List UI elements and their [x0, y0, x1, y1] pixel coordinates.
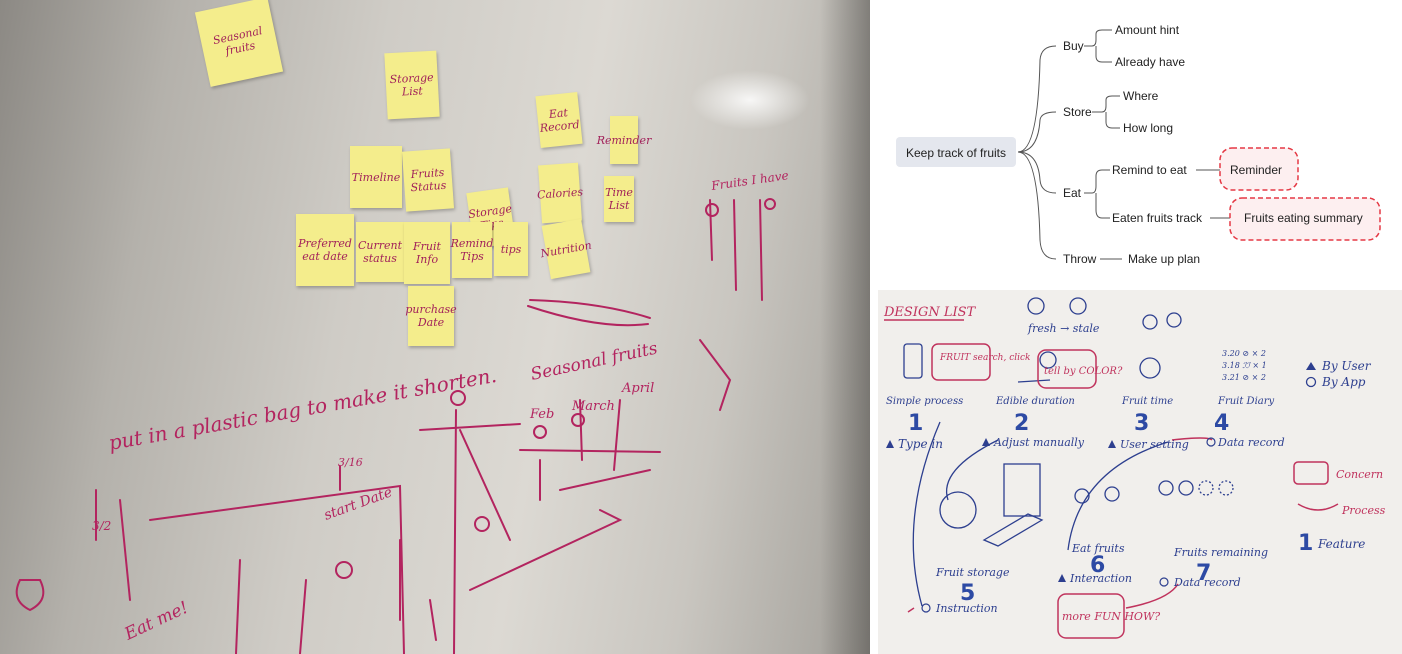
by-user-marker-6	[1058, 574, 1066, 582]
light-glare	[690, 70, 810, 130]
feature-2-number: 2	[1014, 411, 1029, 436]
leaf-amount-hint: Amount hint	[1115, 23, 1180, 37]
feature-4-name: Fruit Diary	[1217, 396, 1275, 407]
feature-3-name: Fruit time	[1121, 396, 1173, 407]
mind-map: Keep track of fruits Buy Amount hint Alr…	[878, 0, 1402, 282]
note-plastic-bag: put in a plastic bag to make it shorten.	[107, 363, 499, 455]
sticky-remind-tips: Remind Tips	[451, 222, 493, 278]
concern-tell-by-color: tell by COLOR?	[1044, 366, 1123, 377]
feature-6-tag: Interaction	[1069, 572, 1132, 585]
highlight-summary-box	[1229, 197, 1381, 241]
note-april: April	[621, 381, 654, 396]
design-list-sketch: DESIGN LIST fresh → stale F	[878, 290, 1402, 654]
design-list-title: DESIGN LIST	[883, 305, 977, 320]
leaf-make-up-plan: Make up plan	[1128, 252, 1200, 266]
by-app-marker-5	[921, 603, 931, 613]
feature-4-number: 4	[1214, 411, 1229, 436]
feature-5-number: 5	[960, 581, 975, 606]
by-app-marker-4	[1206, 437, 1216, 447]
sticky-current-status: Current status	[356, 222, 404, 282]
branch-store: Store	[1063, 105, 1092, 119]
feature-7-number: 7	[1196, 561, 1211, 586]
mind-map-canvas: Keep track of fruits Buy Amount hint Alr…	[896, 23, 1381, 266]
sticky-time-list: Time List	[604, 176, 634, 222]
feature-6-name: Eat fruits	[1071, 542, 1125, 555]
note-seasonal-fruits: Seasonal fruits	[529, 338, 660, 384]
feature-2-tag: Adjust manually	[993, 436, 1085, 449]
whiteboard-photo: Seasonal fruits Storage List Timeline Fr…	[0, 0, 870, 654]
leaf-already-have: Already have	[1115, 55, 1185, 69]
diary-line-3: 3.21 ⊘ × 2	[1222, 373, 1266, 382]
highlight-reminder: Reminder	[1230, 163, 1282, 177]
feature-1-name: Simple process	[886, 396, 963, 407]
fresh-to-stale-note: fresh → stale	[1027, 322, 1100, 335]
sticky-preferred-eat-date: Preferred eat date	[296, 214, 354, 286]
sticky-tips: tips	[494, 222, 528, 276]
feature-2-name: Edible duration	[995, 396, 1075, 407]
feature-3-tag: User setting	[1120, 438, 1189, 451]
feature-3-number: 3	[1134, 411, 1149, 436]
highlight-fruits-eating-summary: Fruits eating summary	[1244, 211, 1363, 225]
feature-1-number: 1	[908, 411, 923, 436]
legend-by-user: By User	[1321, 359, 1372, 373]
note-fruits-i-have: Fruits I have	[709, 168, 789, 193]
feature-5-tag: Instruction	[935, 602, 998, 615]
sticky-reminder: Reminder	[597, 116, 651, 164]
leaf-how-long: How long	[1123, 121, 1173, 135]
by-app-marker-7	[1159, 577, 1169, 587]
root-node-box	[896, 137, 1016, 167]
root-node: Keep track of fruits	[906, 146, 1006, 160]
leaf-remind-to-eat: Remind to eat	[1112, 163, 1187, 177]
concern-search-click: FRUIT search, click	[939, 353, 1031, 363]
sticky-fruit-info: Fruit Info	[404, 222, 450, 284]
feature-7-tag: Data record	[1173, 576, 1241, 589]
design-list-canvas: DESIGN LIST fresh → stale F	[883, 297, 1386, 639]
feature-6-number: 6	[1090, 553, 1105, 578]
branch-throw: Throw	[1063, 252, 1097, 266]
legend-by-app: By App	[1321, 375, 1366, 389]
feature-4-tag: Data record	[1217, 436, 1285, 449]
concern-more-fun: more FUN HOW?	[1062, 610, 1160, 623]
leaf-eaten-fruits-track: Eaten fruits track	[1112, 211, 1203, 225]
legend-feature: Feature	[1317, 537, 1365, 551]
note-date-316: 3/16	[338, 456, 363, 469]
note-date-32: 3/2	[92, 519, 111, 533]
feature-7-name: Fruits remaining	[1173, 546, 1268, 559]
diary-line-2: 3.18 ℐℐ × 1	[1222, 361, 1267, 370]
leaf-where: Where	[1123, 89, 1159, 103]
feature-5-name: Fruit storage	[935, 566, 1010, 579]
sticky-timeline: Timeline	[350, 146, 402, 208]
note-eat-me: Eat me!	[121, 598, 192, 645]
by-user-marker-2	[982, 438, 990, 446]
sticky-purchase-date: purchase Date	[405, 286, 457, 346]
whiteboard-drawings: put in a plastic bag to make it shorten.…	[15, 168, 789, 654]
wall-shadow	[820, 0, 870, 654]
highlight-reminder-box	[1219, 147, 1299, 191]
legend-process: Process	[1341, 504, 1386, 517]
legend-concern: Concern	[1336, 468, 1383, 481]
branch-eat: Eat	[1063, 186, 1082, 200]
by-user-marker-1	[886, 440, 894, 448]
legend-by-user-icon	[1306, 362, 1316, 370]
feature-1-tag: Type in	[898, 437, 943, 451]
diary-line-1: 3.20 ⊘ × 2	[1222, 349, 1266, 358]
legend-by-app-icon	[1305, 376, 1317, 388]
note-feb: Feb	[529, 407, 554, 422]
legend-feature-number: 1	[1298, 531, 1313, 556]
by-user-marker-3	[1108, 440, 1116, 448]
note-start-date: start Date	[322, 484, 395, 523]
note-march: March	[571, 399, 615, 414]
branch-buy: Buy	[1063, 39, 1084, 53]
